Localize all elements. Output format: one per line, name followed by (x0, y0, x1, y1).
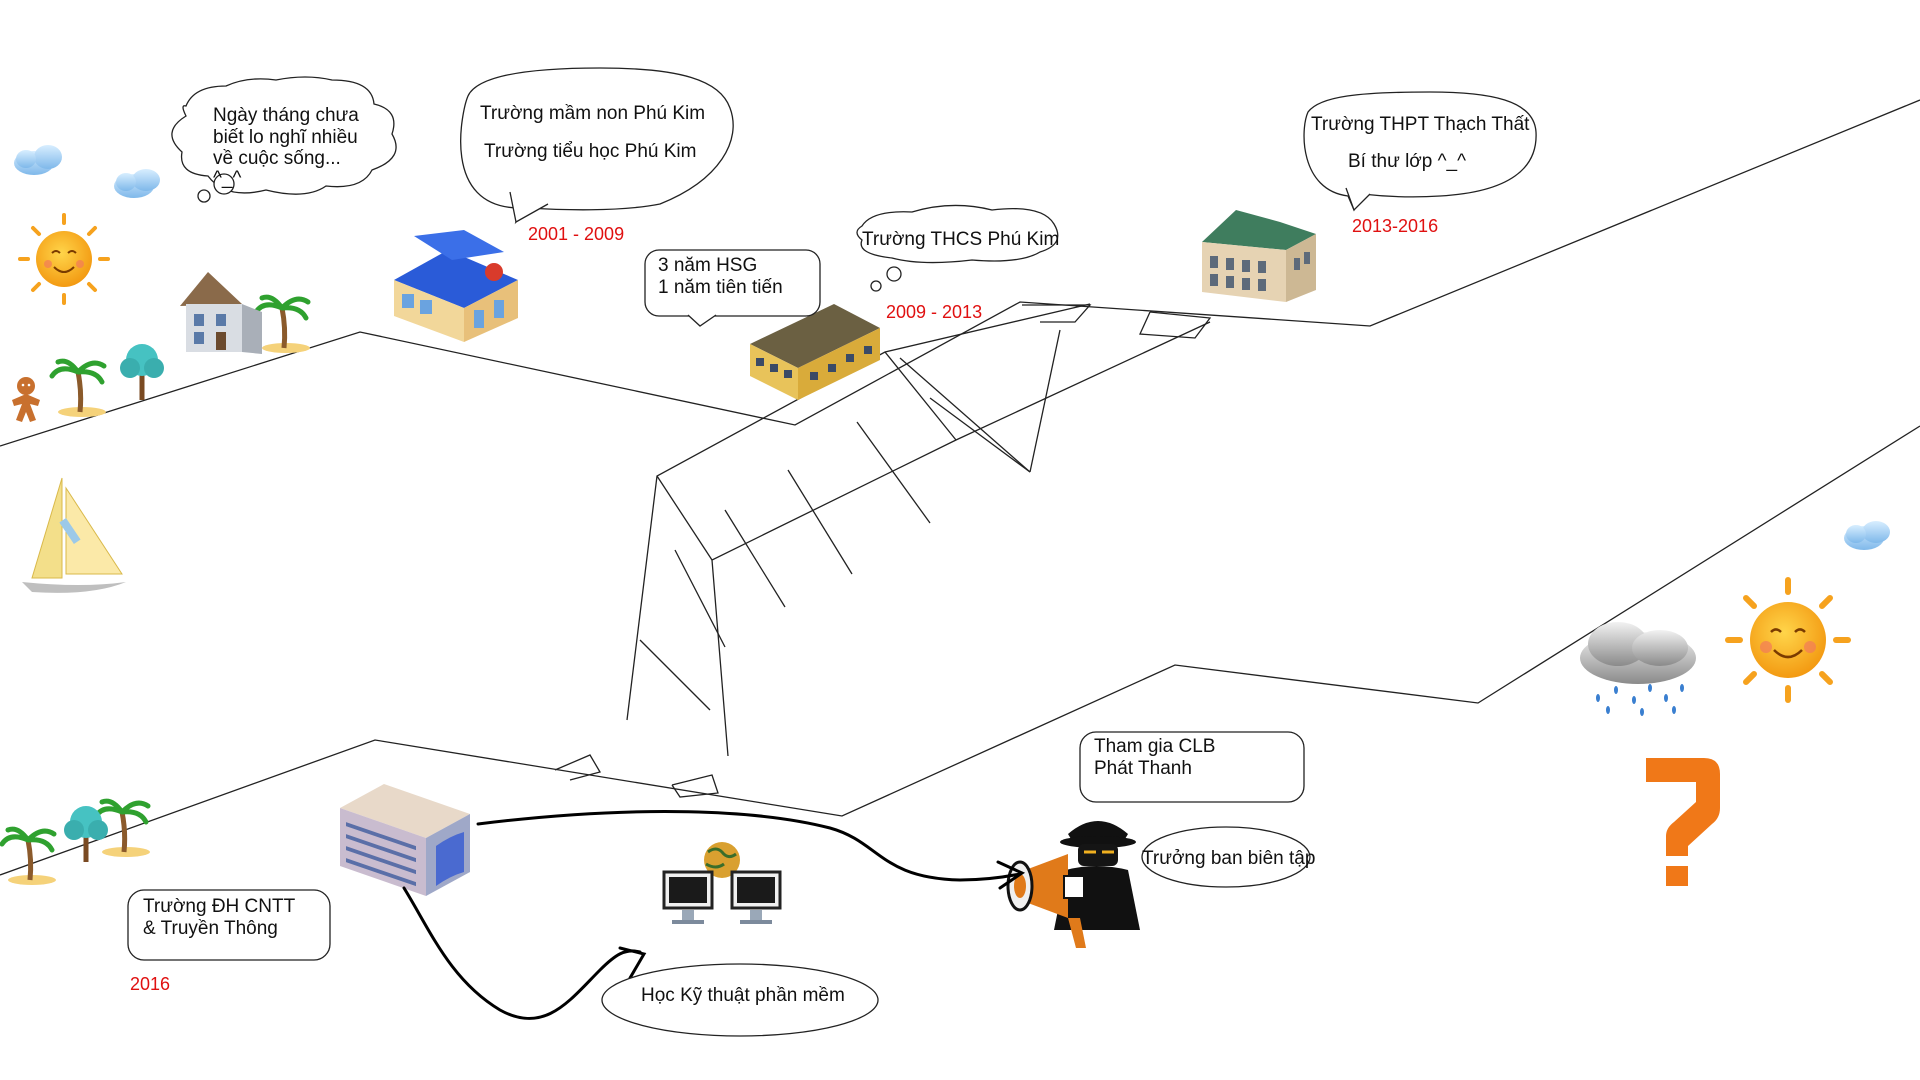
bubble-primary-line-2: Trường tiểu học Phú Kim (484, 141, 696, 162)
tree-icon (64, 806, 108, 862)
year-university: 2016 (130, 974, 170, 994)
building-icon (340, 784, 470, 896)
tree-icon (120, 344, 164, 400)
bubble-club-line-1: Tham gia CLB (1094, 736, 1215, 757)
bubble-primary-line-1: Trường mầm non Phú Kim (480, 103, 705, 124)
cloud-icon (1844, 521, 1890, 550)
bubble-major-text: Học Kỹ thuật phần mềm (641, 985, 845, 1006)
bubble-club-line-2: Phát Thanh (1094, 758, 1192, 779)
globe-computers-icon (662, 842, 782, 924)
bubble-highschool: Trường THPT Thạch Thất Bí thư lớp ^_^ (1303, 91, 1537, 212)
bubble-childhood-line-4: ^_^ (213, 168, 241, 189)
sun-icon (1725, 577, 1851, 703)
palm-tree-icon (253, 294, 311, 353)
bubble-childhood-line-2: biết lo nghĩ nhiều (213, 127, 358, 148)
bubble-childhood-line-1: Ngày tháng chưa (213, 105, 359, 126)
bubble-highschool-line-1: Trường THPT Thạch Thất (1311, 114, 1530, 135)
cloud-icon (14, 145, 62, 175)
bubble-secondary: Trường THCS Phú Kim (856, 204, 1059, 292)
gingerbread-icon (12, 377, 40, 422)
bubble-university: Trường ĐH CNTT & Truyền Thông (127, 889, 331, 961)
school-icon (750, 304, 880, 400)
rain-cloud-icon (1580, 622, 1696, 716)
bubble-university-line-2: & Truyền Thông (143, 918, 278, 939)
arrow-to-club (476, 810, 1026, 890)
palm-tree-icon (49, 358, 107, 417)
arrow-to-major (402, 886, 647, 1021)
awards-line-2: 1 năm tiên tiến (658, 277, 783, 298)
bubble-childhood-line-3: về cuộc sống... (213, 148, 341, 169)
palm-tree-icon (0, 826, 57, 885)
bubble-childhood: Ngày tháng chưa biết lo nghĩ nhiều về cu… (171, 76, 397, 203)
year-secondary: 2009 - 2013 (886, 302, 982, 322)
cloud-icon (114, 169, 160, 198)
bubble-club-role-text: Trưởng ban biên tập (1142, 848, 1315, 869)
question-mark-icon (1646, 758, 1720, 886)
bubble-highschool-line-2: Bí thư lớp ^_^ (1348, 151, 1466, 172)
house-icon (180, 272, 262, 354)
bubble-university-line-1: Trường ĐH CNTT (143, 896, 296, 917)
sun-icon (18, 213, 110, 305)
school-icon (394, 230, 518, 342)
palm-tree-icon (93, 798, 151, 857)
awards-line-1: 3 năm HSG (658, 255, 757, 276)
year-primary: 2001 - 2009 (528, 224, 624, 244)
year-highschool: 2013-2016 (1352, 216, 1438, 236)
bubble-secondary-awards: 3 năm HSG 1 năm tiên tiến (644, 249, 821, 327)
sailboat-icon (22, 477, 126, 593)
school-icon (1202, 210, 1316, 302)
bubble-primary: Trường mầm non Phú Kim Trường tiểu học P… (460, 67, 734, 225)
ladder-bridge (554, 303, 1212, 798)
bubble-secondary-text: Trường THCS Phú Kim (862, 229, 1059, 250)
megaphone-spy-icon (1006, 821, 1140, 948)
bubble-major (601, 963, 879, 1037)
bubble-club: Tham gia CLB Phát Thanh (1079, 731, 1305, 803)
bubble-club-role (1141, 826, 1311, 888)
